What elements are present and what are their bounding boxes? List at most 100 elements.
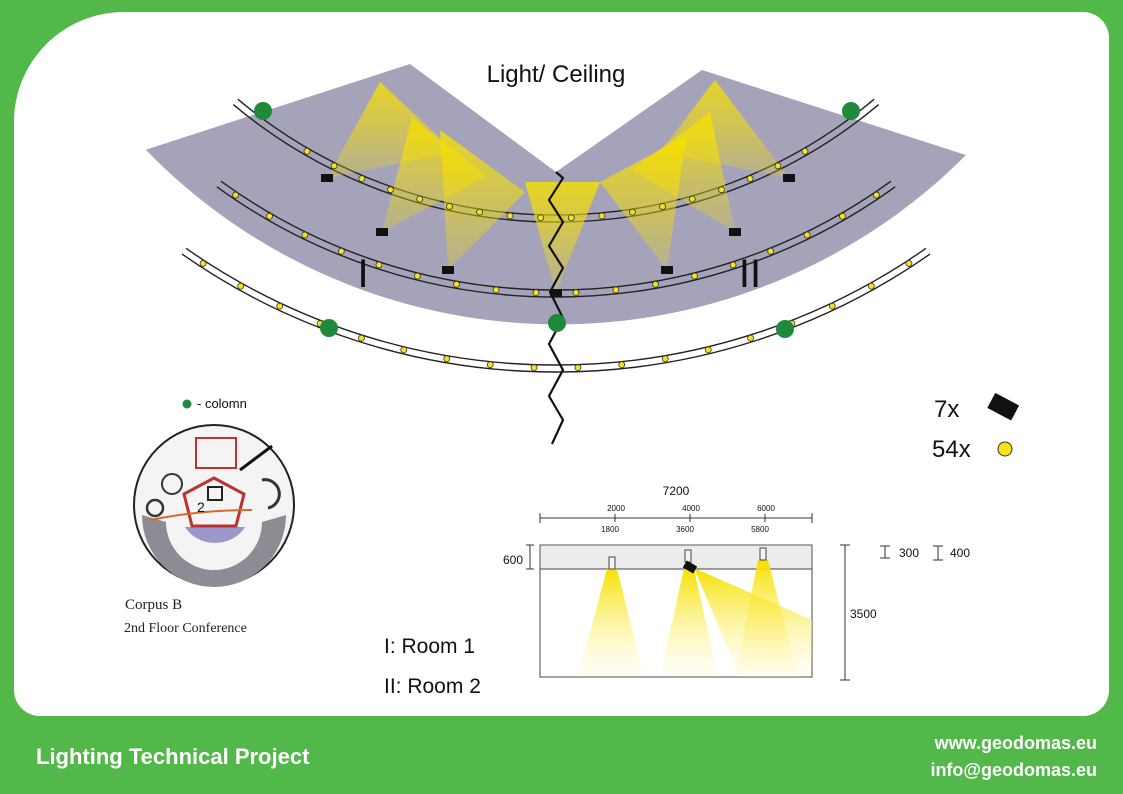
section-height: 3500 <box>850 607 877 621</box>
led-dot-7 <box>476 208 484 216</box>
led-dot-35 <box>839 212 846 220</box>
column-5 <box>776 320 794 338</box>
section-top-mark-1: 2000 <box>607 504 625 513</box>
led-dot-19 <box>232 191 239 199</box>
section-total-width: 7200 <box>663 484 690 498</box>
spot-fixtures <box>321 174 795 297</box>
spot-fixture-icon <box>987 392 1020 421</box>
section-drawing: 7200 2000 4000 6000 1800 3600 5800 <box>503 484 970 681</box>
led-dot-39 <box>276 302 284 310</box>
led-dot-21 <box>301 231 309 239</box>
room-label-1: I <box>357 252 368 296</box>
section-ceiling-depth: 600 <box>503 553 523 567</box>
led-dot-49 <box>704 346 712 354</box>
led-dot-36 <box>873 191 880 199</box>
led-dot-15 <box>718 186 725 194</box>
plan-floor: 2nd Floor Conference <box>124 621 247 636</box>
led-dot-38 <box>237 282 245 290</box>
led-dot-5 <box>416 195 424 203</box>
spot-3 <box>442 266 454 274</box>
column-2 <box>842 102 860 120</box>
led-dot-11 <box>598 212 606 220</box>
led-dot-6 <box>446 203 453 210</box>
led-dot-18 <box>801 147 809 155</box>
led-dot-48 <box>661 355 669 363</box>
spot-1 <box>321 174 333 182</box>
led-dot-33 <box>767 247 775 255</box>
content-panel <box>14 12 1109 716</box>
column-4 <box>548 314 566 332</box>
beam-2 <box>382 118 487 232</box>
led-dot-44 <box>486 361 494 369</box>
led-dot-41 <box>358 334 365 342</box>
spot-7 <box>783 174 795 182</box>
led-dot-1 <box>303 147 311 155</box>
led-dots <box>199 147 913 372</box>
led-dot-37 <box>199 260 207 267</box>
room1-legend: I: Room 1 <box>384 635 475 658</box>
led-dot-14 <box>688 195 696 203</box>
beam-4 <box>525 182 600 293</box>
footer-web-link[interactable]: www.geodomas.eu <box>934 733 1097 753</box>
track-ring-5 <box>185 247 927 366</box>
section-bottom-mark-2: 3600 <box>676 525 694 534</box>
room2-legend: II: Room 2 <box>384 675 481 698</box>
led-dot-42 <box>400 346 408 354</box>
spot-4 <box>550 289 562 297</box>
led-dot-12 <box>628 208 636 216</box>
led-dot-52 <box>828 302 836 310</box>
beam-7 <box>660 80 789 178</box>
led-dot-13 <box>659 203 666 210</box>
floor-plan-marker: 2 <box>197 499 205 515</box>
led-dot-53 <box>867 282 875 290</box>
led-dot-45 <box>530 364 538 372</box>
section-bottom-mark-1: 1800 <box>601 525 619 534</box>
led-dot-27 <box>532 289 540 297</box>
column-1 <box>254 102 272 120</box>
spot-6 <box>729 228 741 236</box>
section-dim-a: 300 <box>899 546 919 560</box>
plan-corpus: Corpus B <box>125 597 182 613</box>
section-top-mark-3: 6000 <box>757 504 775 513</box>
led-dot-2 <box>330 162 338 170</box>
floor-plan: 2 <box>133 424 295 587</box>
footer-email-link[interactable]: info@geodomas.eu <box>930 760 1097 780</box>
room-divider <box>547 171 565 445</box>
led-dot-17 <box>774 162 782 170</box>
led-dot-46 <box>574 364 582 372</box>
beam-3 <box>440 130 525 270</box>
footer-title: Lighting Technical Project <box>36 744 310 769</box>
room-label-2: II <box>739 252 761 296</box>
led-dot-9 <box>537 214 545 222</box>
led-dot-47 <box>618 361 626 369</box>
led-dot-20 <box>266 212 273 220</box>
led-dot-16 <box>746 175 754 183</box>
led-dot-24 <box>413 272 421 280</box>
led-dot-8 <box>506 212 514 220</box>
led-dot-43 <box>443 355 451 363</box>
led-dot-3 <box>358 175 366 183</box>
led-dot-28 <box>572 289 580 297</box>
column-legend-label: - colomn <box>197 396 247 411</box>
led-icon <box>997 441 1013 457</box>
led-dot-4 <box>387 186 394 194</box>
led-dot-30 <box>652 280 659 288</box>
spotlight-beams <box>327 80 789 293</box>
page-title: Light/ Ceiling <box>487 61 626 88</box>
columns <box>254 102 860 338</box>
led-dot-23 <box>375 261 383 269</box>
track-ring-6 <box>181 253 931 373</box>
spot-5 <box>661 266 673 274</box>
section-bottom-mark-3: 5800 <box>751 525 769 534</box>
led-dot-29 <box>612 286 620 294</box>
section-dim-b: 400 <box>950 546 970 560</box>
led-dot-54 <box>905 260 913 267</box>
led-count: 54x <box>932 436 971 463</box>
led-dot-26 <box>492 286 500 294</box>
led-dot-32 <box>729 261 737 269</box>
column-legend-icon <box>182 399 192 409</box>
spot-count: 7x <box>934 396 959 423</box>
led-dot-10 <box>567 214 575 222</box>
